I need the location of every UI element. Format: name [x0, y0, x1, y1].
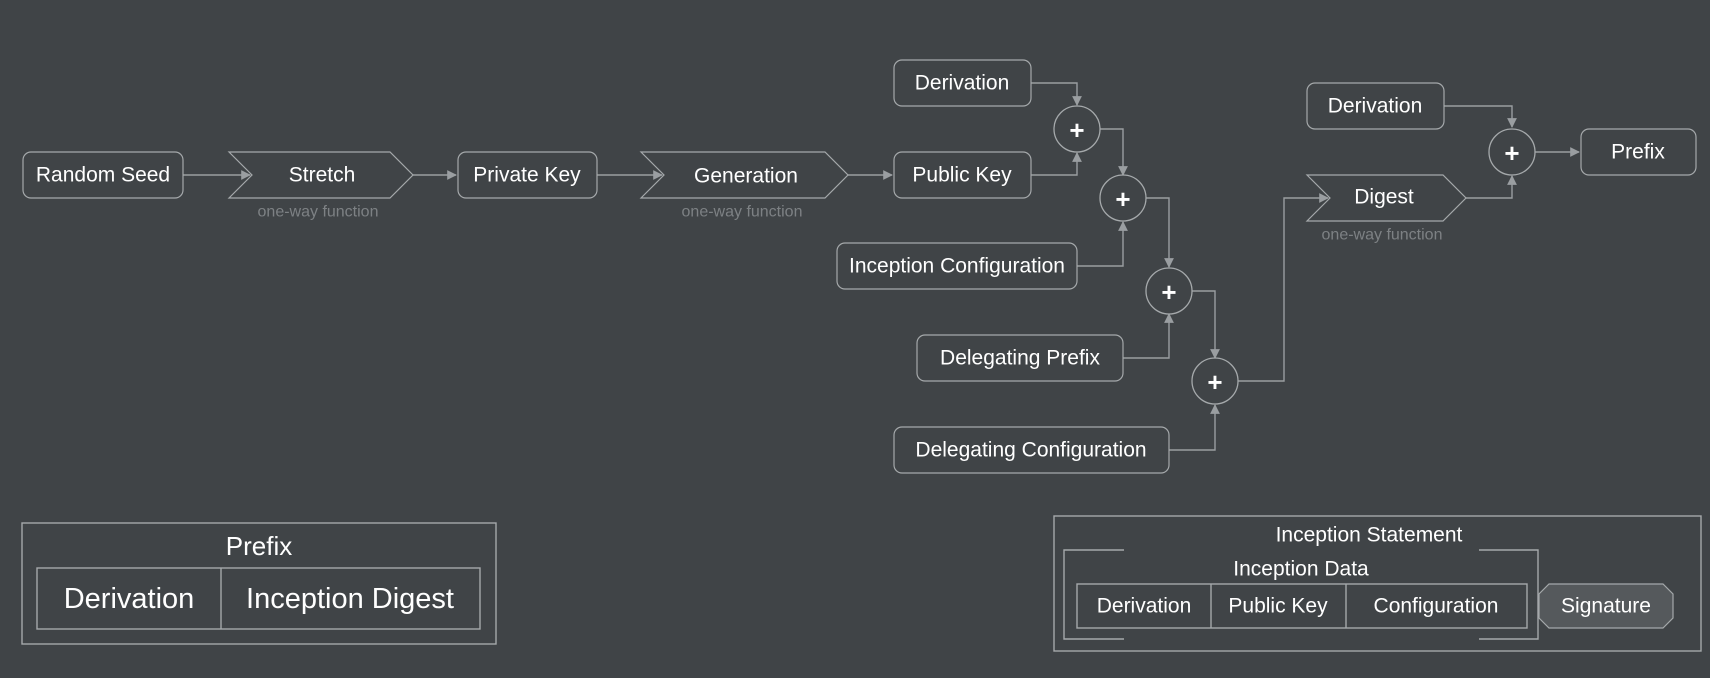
node-private-key: Private Key: [457, 151, 598, 199]
connector-plus-3-to-plus-4: [1192, 290, 1220, 359]
connector-plus-2-to-plus-3: [1146, 197, 1174, 268]
generation-label: Generation: [694, 165, 798, 188]
node-derivation-right: Derivation: [1306, 82, 1445, 130]
private-key-label: Private Key: [473, 164, 581, 187]
node-delegating-prefix: Delegating Prefix: [916, 334, 1124, 382]
signature-label: Signature: [1561, 595, 1651, 618]
combine-operator-1: +: [1053, 105, 1101, 153]
node-inception-configuration: Inception Configuration: [836, 242, 1078, 290]
inception-data-bracket-left: [1063, 549, 1124, 640]
connector-plus-1-to-plus-2: [1100, 128, 1128, 176]
combine-operator-3: +: [1145, 267, 1193, 315]
signature-box: [1538, 583, 1674, 629]
combine-symbol: +: [1161, 277, 1176, 307]
connector-delegating-config-to-plus-4: [1169, 404, 1220, 451]
node-prefix-output: Prefix: [1580, 128, 1697, 176]
digest-label: Digest: [1354, 186, 1414, 209]
node-derivation-top: Derivation: [893, 59, 1032, 107]
prefix-legend-cell-derivation: Derivation: [64, 583, 195, 615]
delegating-configuration-label: Delegating Configuration: [915, 439, 1146, 462]
connector-digest-to-plus-5: [1466, 175, 1517, 199]
combine-symbol: +: [1115, 184, 1130, 214]
combine-operator-5: +: [1488, 128, 1536, 176]
connector-derivation-right-to-plus-5: [1444, 105, 1517, 128]
inception-cell-configuration: Configuration: [1374, 595, 1499, 618]
random-seed-label: Random Seed: [36, 164, 170, 187]
prefix-legend-title: Prefix: [226, 531, 292, 561]
node-public-key: Public Key: [893, 151, 1032, 199]
inception-cell-public-key: Public Key: [1228, 595, 1328, 618]
node-stretch: Stretch one-way function: [227, 151, 414, 221]
derivation-right-label: Derivation: [1328, 95, 1423, 118]
inception-data-bracket-right: [1479, 549, 1539, 640]
combine-symbol: +: [1207, 367, 1222, 397]
connector-inception-config-to-plus-2: [1077, 221, 1128, 267]
node-delegating-configuration: Delegating Configuration: [893, 426, 1170, 474]
combine-symbol: +: [1069, 115, 1084, 145]
inception-data-title: Inception Data: [1233, 558, 1369, 581]
inception-statement-legend: Inception Statement Inception Data Deriv…: [1053, 515, 1702, 652]
generation-function-note: one-way function: [682, 204, 803, 221]
inception-cell-derivation: Derivation: [1097, 595, 1192, 618]
prefix-legend-cell-inception-digest: Inception Digest: [246, 583, 454, 615]
connector-derivation-to-plus-1: [1031, 82, 1082, 106]
digest-function-note: one-way function: [1322, 227, 1443, 244]
prefix-output-label: Prefix: [1611, 141, 1665, 164]
stretch-function-note: one-way function: [258, 204, 379, 221]
node-generation: Generation one-way function: [639, 151, 849, 221]
node-digest: Digest one-way function: [1305, 174, 1467, 244]
connector-plus-4-to-digest: [1238, 193, 1329, 382]
inception-statement-title: Inception Statement: [1276, 524, 1463, 547]
connector-delegating-prefix-to-plus-3: [1123, 313, 1174, 359]
inception-configuration-label: Inception Configuration: [849, 255, 1065, 278]
public-key-label: Public Key: [912, 164, 1012, 187]
delegating-prefix-label: Delegating Prefix: [940, 347, 1100, 370]
node-random-seed: Random Seed: [22, 151, 184, 199]
combine-symbol: +: [1504, 138, 1519, 168]
derivation-top-label: Derivation: [915, 72, 1010, 95]
combine-operator-4: +: [1191, 357, 1239, 405]
stretch-label: Stretch: [289, 164, 356, 187]
connector-public-key-to-plus-1: [1031, 152, 1082, 176]
combine-operator-2: +: [1099, 174, 1147, 222]
connectors: [183, 82, 1580, 451]
prefix-legend: Prefix Derivation Inception Digest: [21, 522, 497, 645]
